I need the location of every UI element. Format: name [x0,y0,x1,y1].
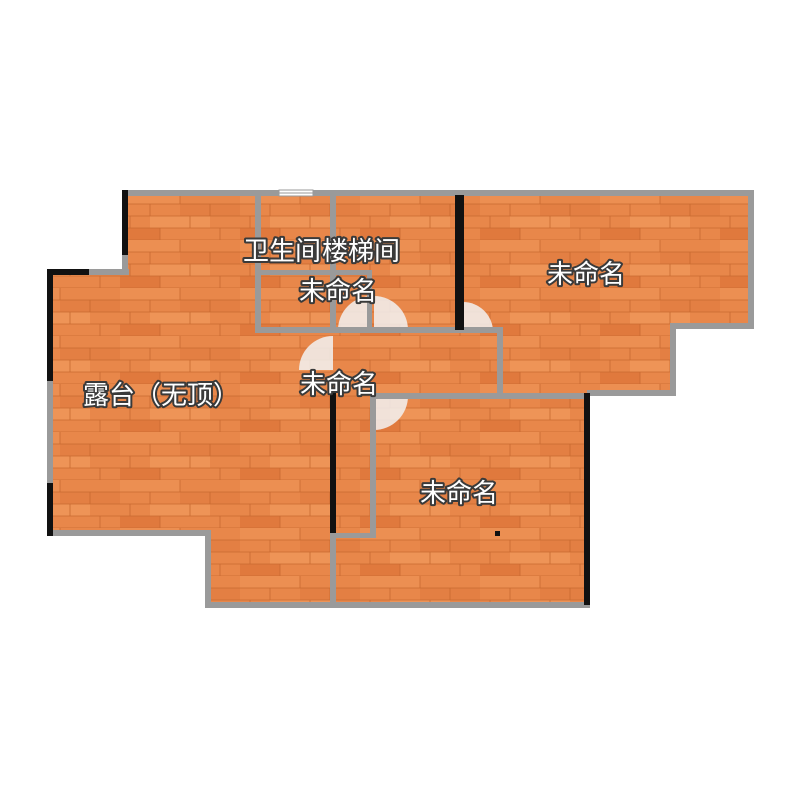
wall [330,195,336,330]
wall-dark [455,195,464,330]
room-label-terrace: 露台（无顶） [83,381,239,411]
wall [122,190,752,196]
wall [748,190,754,329]
floor-bathroom [258,195,333,330]
wall [673,323,754,329]
wall-dark [47,269,89,275]
floor-corridor [333,393,373,535]
door-swings [299,296,493,430]
wall [370,393,376,538]
room-label-center: 未命名 [300,370,378,400]
wall [370,393,590,399]
floor-bottom-right-room [333,393,587,605]
wall-dark [47,269,53,381]
door-swing-bathroom [338,296,372,330]
wall-dark [47,483,53,536]
wall [587,390,676,396]
room-label-top-center: 未命名 [299,277,377,307]
door-swing-top-right [463,301,493,330]
wall [258,270,370,275]
wall-dark [122,190,128,255]
dark-walls [47,190,590,605]
door-swing-stairwell [374,296,408,330]
wall-dark [330,393,336,533]
wall [333,533,376,538]
floor-center-room [333,330,500,393]
room-label-stairwell: 楼梯间 [322,237,400,267]
wall [255,327,500,333]
floor-terrace [50,195,333,605]
wall [367,270,372,330]
fixture-marker [495,531,500,536]
room-label-top-right: 未命名 [547,260,625,290]
door-swing-terrace [299,336,333,370]
room-label-bathroom: 卫生间 [243,237,321,267]
wall [205,530,211,608]
room-label-bottom-right: 未命名 [420,479,498,509]
wall-dark [584,393,590,605]
wall [205,602,590,608]
wall [497,327,503,396]
wall [47,530,211,536]
floor-top-right-room [460,195,750,393]
window [278,189,314,197]
door-swing-bottom-right [374,396,408,430]
wall [670,323,676,396]
wall [47,269,53,536]
wall [255,190,261,333]
